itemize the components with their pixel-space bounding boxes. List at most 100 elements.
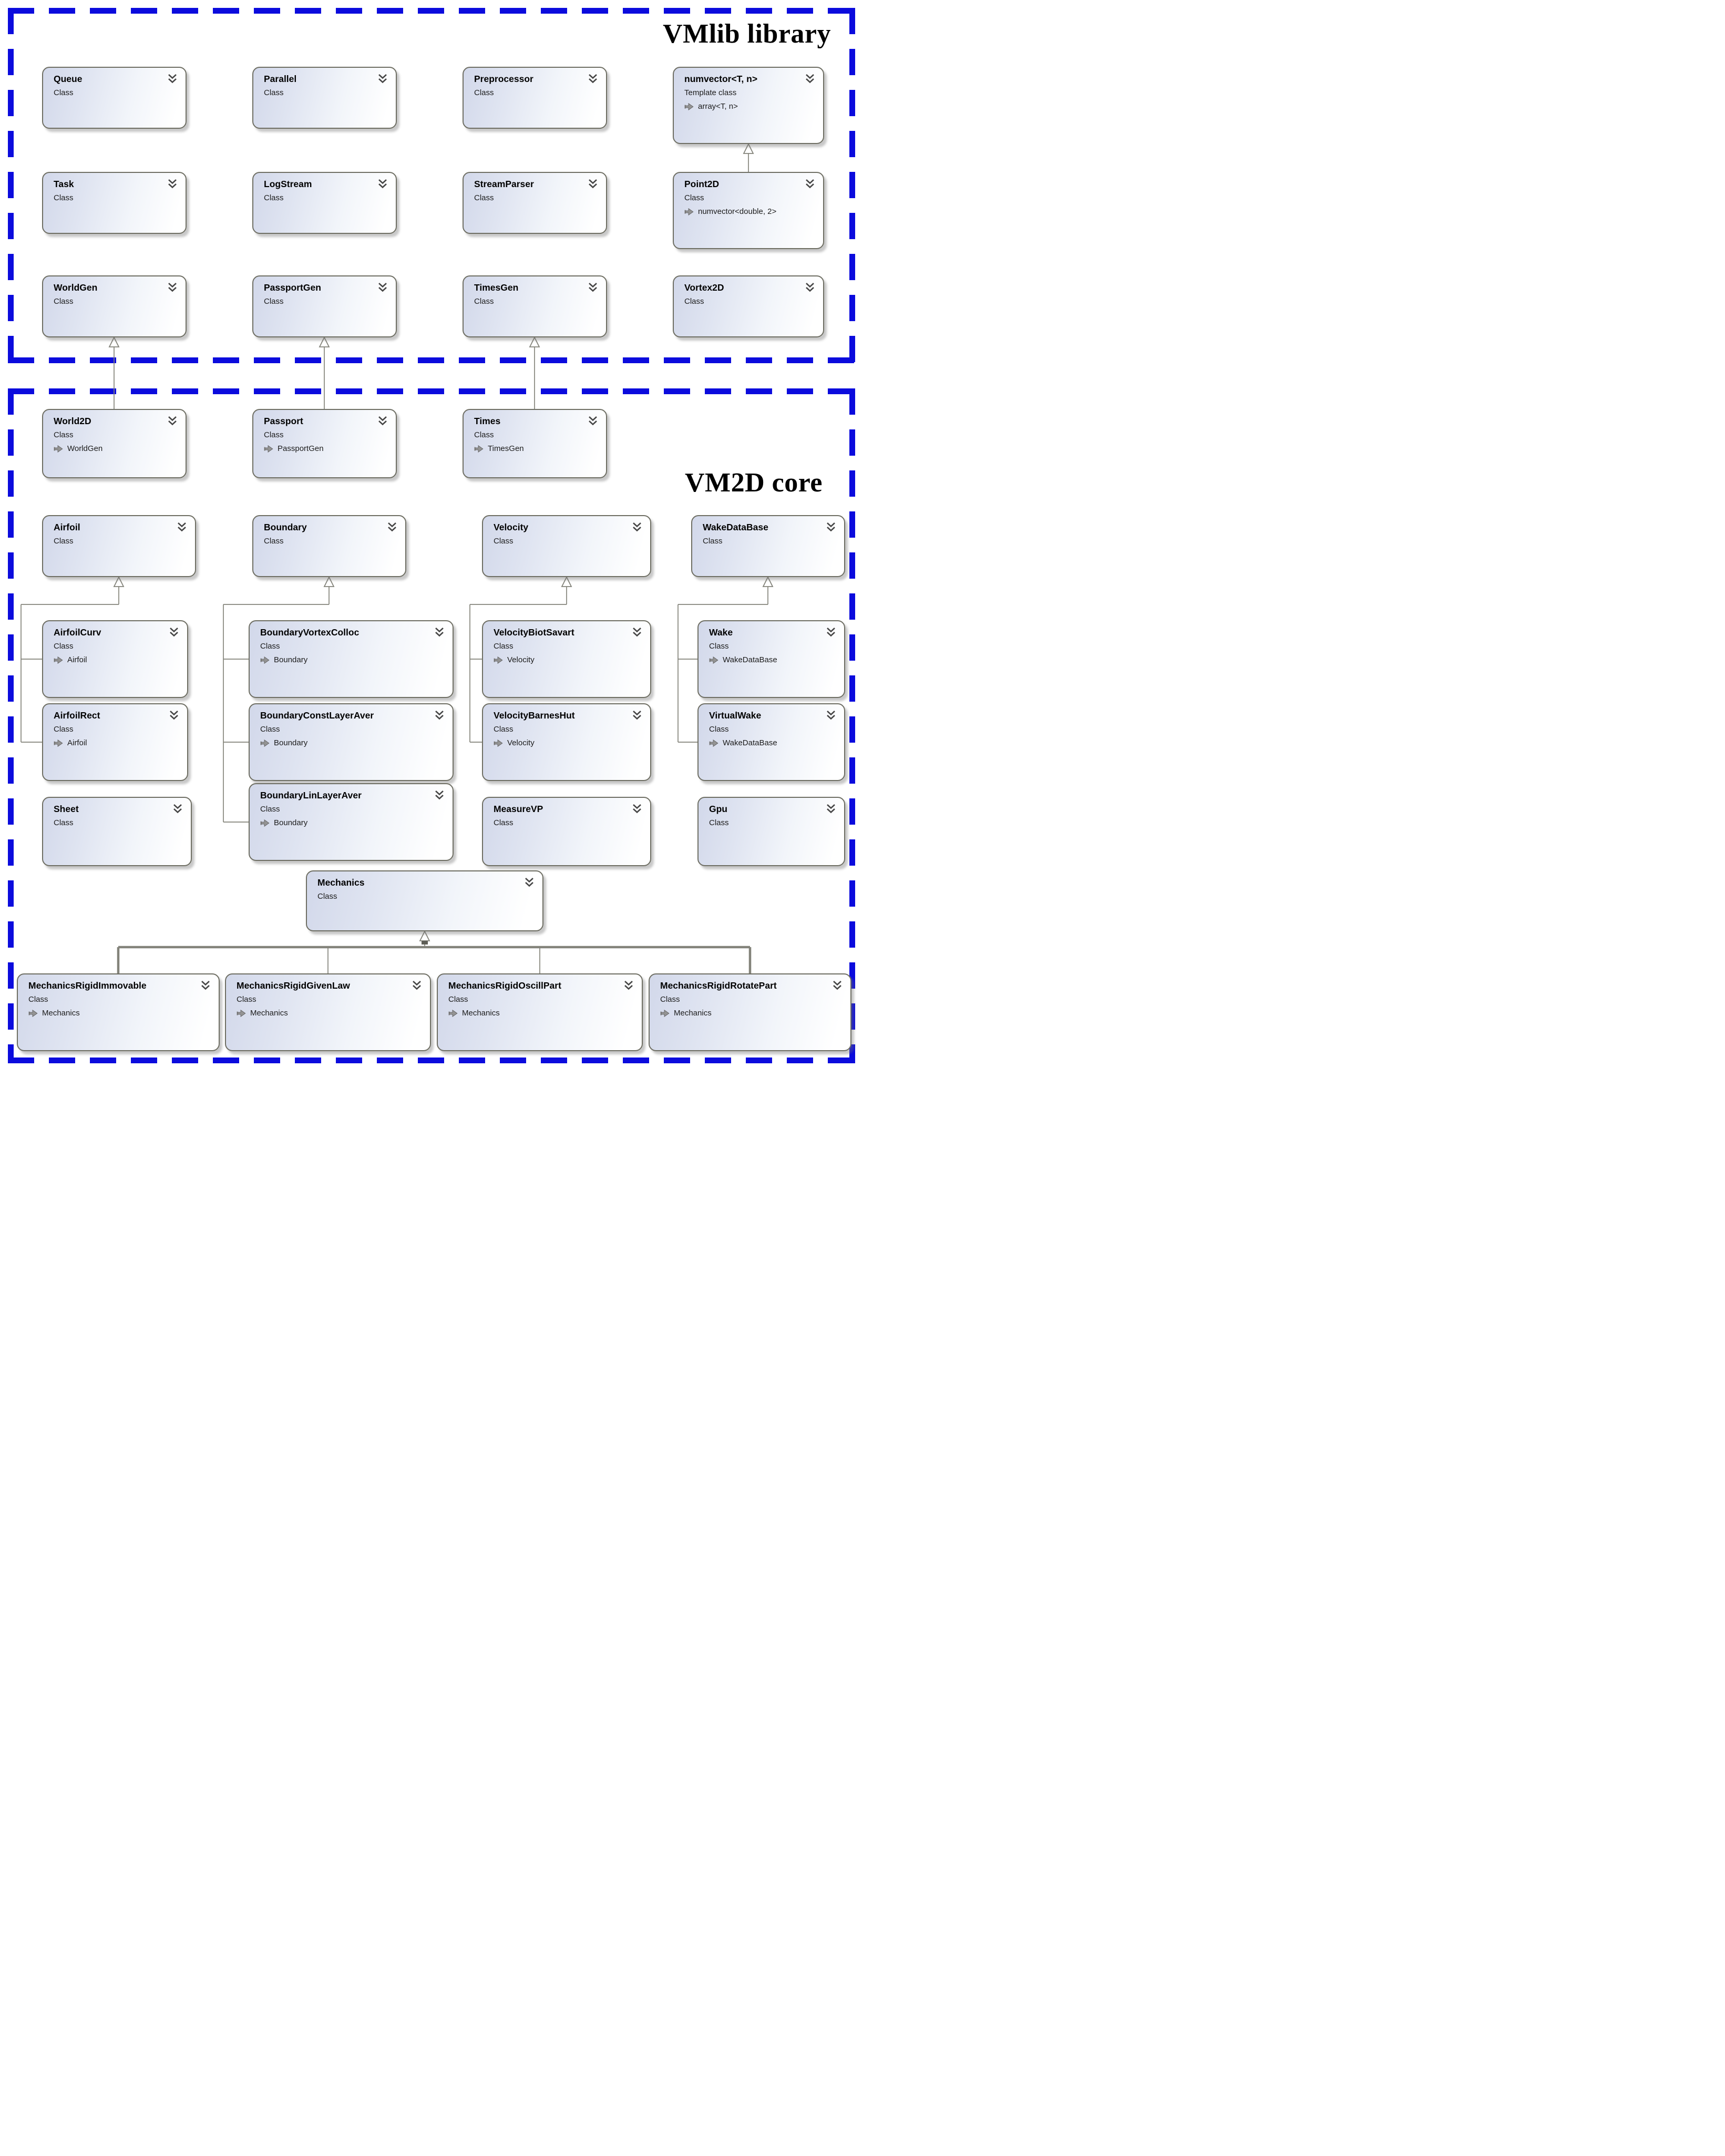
class-box-BoundaryVortexColloc[interactable]: BoundaryVortexColloc Class Boundary	[249, 620, 454, 698]
class-box-Boundary[interactable]: Boundary Class	[252, 515, 406, 577]
class-box-Preprocessor[interactable]: Preprocessor Class	[463, 67, 607, 129]
collapse-chevron-icon[interactable]	[166, 179, 179, 189]
class-box-LogStream[interactable]: LogStream Class	[252, 172, 397, 234]
collapse-chevron-icon[interactable]	[631, 710, 643, 721]
class-kind: Class	[264, 537, 284, 546]
collapse-chevron-icon[interactable]	[199, 980, 212, 991]
class-title: VirtualWake	[709, 710, 762, 721]
class-box-WorldGen[interactable]: WorldGen Class	[42, 275, 187, 337]
class-kind: Template class	[684, 88, 737, 97]
class-box-PassportGen[interactable]: PassportGen Class	[252, 275, 397, 337]
collapse-chevron-icon[interactable]	[804, 179, 816, 189]
class-box-VirtualWake[interactable]: VirtualWake Class WakeDataBase	[697, 703, 845, 781]
collapse-chevron-icon[interactable]	[168, 710, 180, 721]
class-box-MeasureVP[interactable]: MeasureVP Class	[482, 797, 651, 866]
class-box-AirfoilCurv[interactable]: AirfoilCurv Class Airfoil	[42, 620, 188, 698]
class-title: MechanicsRigidImmovable	[28, 980, 147, 991]
class-title: Airfoil	[54, 522, 80, 532]
vmlib-border-top	[8, 8, 855, 14]
class-box-Queue[interactable]: Queue Class	[42, 67, 187, 129]
collapse-chevron-icon[interactable]	[587, 282, 599, 293]
collapse-chevron-icon[interactable]	[825, 804, 837, 814]
collapse-chevron-icon[interactable]	[587, 416, 599, 426]
collapse-chevron-icon[interactable]	[176, 522, 188, 532]
class-box-Sheet[interactable]: Sheet Class	[42, 797, 192, 866]
inheritance-arrow-icon	[660, 1009, 670, 1017]
class-base-row: array<T, n>	[684, 102, 816, 111]
collapse-chevron-icon[interactable]	[622, 980, 635, 991]
collapse-chevron-icon[interactable]	[376, 282, 389, 293]
collapse-chevron-icon[interactable]	[825, 627, 837, 638]
class-kind: Class	[54, 642, 74, 651]
class-box-Velocity[interactable]: Velocity Class	[482, 515, 651, 577]
class-box-BoundaryConstLayerAver[interactable]: BoundaryConstLayerAver Class Boundary	[249, 703, 454, 781]
class-box-VelocityBiotSavart[interactable]: VelocityBiotSavart Class Velocity	[482, 620, 651, 698]
collapse-chevron-icon[interactable]	[804, 74, 816, 84]
collapse-chevron-icon[interactable]	[166, 74, 179, 84]
collapse-chevron-icon[interactable]	[804, 282, 816, 293]
class-title: Preprocessor	[474, 74, 533, 84]
collapse-chevron-icon[interactable]	[433, 790, 446, 800]
class-box-AirfoilRect[interactable]: AirfoilRect Class Airfoil	[42, 703, 188, 781]
class-base-row: Mechanics	[660, 1009, 843, 1018]
collapse-chevron-icon[interactable]	[587, 74, 599, 84]
class-box-Mechanics[interactable]: Mechanics Class	[306, 870, 543, 931]
collapse-chevron-icon[interactable]	[825, 710, 837, 721]
class-box-MechanicsRigidGivenLaw[interactable]: MechanicsRigidGivenLaw Class Mechanics	[225, 973, 431, 1051]
collapse-chevron-icon[interactable]	[587, 179, 599, 189]
class-box-Times[interactable]: Times Class TimesGen	[463, 409, 607, 478]
class-kind: Class	[264, 430, 284, 439]
class-box-TimesGen[interactable]: TimesGen Class	[463, 275, 607, 337]
class-box-VelocityBarnesHut[interactable]: VelocityBarnesHut Class Velocity	[482, 703, 651, 781]
collapse-chevron-icon[interactable]	[168, 627, 180, 638]
collapse-chevron-icon[interactable]	[631, 522, 643, 532]
class-title: LogStream	[264, 179, 312, 189]
collapse-chevron-icon[interactable]	[631, 627, 643, 638]
class-box-Parallel[interactable]: Parallel Class	[252, 67, 397, 129]
collapse-chevron-icon[interactable]	[631, 804, 643, 814]
class-box-MechanicsRigidRotatePart[interactable]: MechanicsRigidRotatePart Class Mechanics	[649, 973, 851, 1051]
collapse-chevron-icon[interactable]	[376, 179, 389, 189]
class-box-BoundaryLinLayerAver[interactable]: BoundaryLinLayerAver Class Boundary	[249, 783, 454, 861]
class-title: numvector<T, n>	[684, 74, 758, 84]
class-title: TimesGen	[474, 282, 519, 293]
class-title: MechanicsRigidRotatePart	[660, 980, 777, 991]
class-box-Vortex2D[interactable]: Vortex2D Class	[673, 275, 824, 337]
class-box-Task[interactable]: Task Class	[42, 172, 187, 234]
collapse-chevron-icon[interactable]	[825, 522, 837, 532]
class-box-MechanicsRigidOscillPart[interactable]: MechanicsRigidOscillPart Class Mechanics	[437, 973, 643, 1051]
class-box-Point2D[interactable]: Point2D Class numvector<double, 2>	[673, 172, 824, 249]
class-box-Gpu[interactable]: Gpu Class	[697, 797, 845, 866]
collapse-chevron-icon[interactable]	[376, 416, 389, 426]
collapse-chevron-icon[interactable]	[410, 980, 423, 991]
collapse-chevron-icon[interactable]	[523, 877, 536, 888]
collapse-chevron-icon[interactable]	[166, 282, 179, 293]
collapse-chevron-icon[interactable]	[433, 627, 446, 638]
collapse-chevron-icon[interactable]	[171, 804, 184, 814]
class-title: Sheet	[54, 804, 79, 814]
class-box-StreamParser[interactable]: StreamParser Class	[463, 172, 607, 234]
class-kind: Class	[703, 537, 723, 546]
class-box-Passport[interactable]: Passport Class PassportGen	[252, 409, 397, 478]
class-box-WakeDataBase[interactable]: WakeDataBase Class	[691, 515, 845, 577]
collapse-chevron-icon[interactable]	[831, 980, 844, 991]
collapse-chevron-icon[interactable]	[433, 710, 446, 721]
collapse-chevron-icon[interactable]	[386, 522, 398, 532]
vm2d-section-title: VM2D core	[685, 468, 823, 498]
class-diagram-canvas: VMlib library VM2D core Queue Class Para…	[0, 0, 862, 1078]
collapse-chevron-icon[interactable]	[376, 74, 389, 84]
class-base-row: WakeDataBase	[709, 655, 837, 664]
vm2d-border-left	[8, 388, 14, 1063]
class-title: BoundaryConstLayerAver	[260, 710, 374, 721]
class-base-name: WorldGen	[67, 444, 103, 453]
class-box-MechanicsRigidImmovable[interactable]: MechanicsRigidImmovable Class Mechanics	[17, 973, 220, 1051]
inheritance-arrow-icon	[684, 102, 694, 110]
class-box-Wake[interactable]: Wake Class WakeDataBase	[697, 620, 845, 698]
collapse-chevron-icon[interactable]	[166, 416, 179, 426]
class-box-numvector[interactable]: numvector<T, n> Template class array<T, …	[673, 67, 824, 144]
class-box-World2D[interactable]: World2D Class WorldGen	[42, 409, 187, 478]
class-title: Passport	[264, 416, 303, 426]
class-box-Airfoil[interactable]: Airfoil Class	[42, 515, 196, 577]
class-title: Parallel	[264, 74, 297, 84]
class-kind: Class	[260, 725, 280, 734]
